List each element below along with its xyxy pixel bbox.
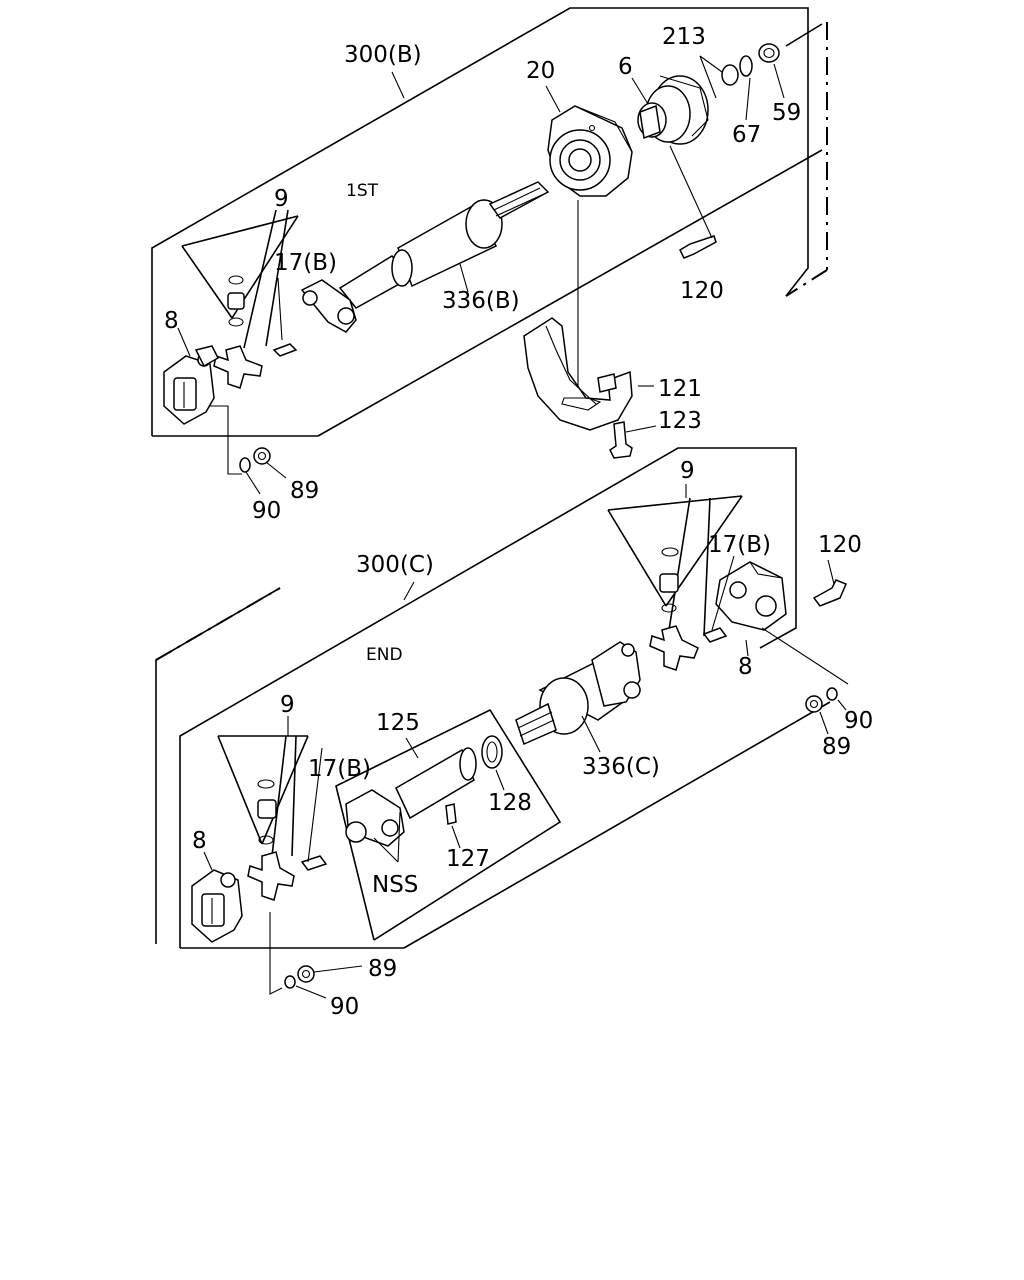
- phantom-line-right-tail: [785, 269, 828, 297]
- callout-213: 213: [662, 24, 706, 50]
- universal-joint-kit-end-right: [607, 495, 743, 671]
- flange-yoke-end-right: [715, 561, 787, 631]
- flat-washer: [739, 55, 753, 77]
- assembly-label-end: 300(C): [356, 552, 434, 578]
- section-label-end: END: [366, 645, 403, 665]
- nut: [758, 43, 780, 63]
- slip-yoke: [345, 747, 477, 847]
- callout-123: 123: [658, 408, 702, 434]
- propeller-shaft-end: [515, 641, 642, 746]
- bolt-120-first: [679, 235, 717, 259]
- bolt-123: [609, 421, 633, 459]
- callout-17b-end-right: 17(B): [708, 532, 771, 558]
- callout-9-end-right: 9: [680, 458, 695, 484]
- nut-89-first: [253, 447, 271, 465]
- nut-89-end-left: [297, 965, 315, 983]
- callout-336b: 336(B): [442, 288, 520, 314]
- phantom-line-left: [155, 587, 281, 661]
- assembly-label-first: 300(B): [344, 42, 422, 68]
- center-bearing: [637, 75, 709, 145]
- callout-labels: 300(B) 1ST 213 20 6 59 67 9 17(B) 8 336(…: [164, 24, 873, 1020]
- flange-yoke-first: [163, 345, 219, 425]
- cushion-clamp: [523, 317, 633, 431]
- callout-9-first: 9: [274, 186, 289, 212]
- lock-washer: [721, 64, 739, 86]
- callout-67: 67: [732, 122, 761, 148]
- callout-9-end-left: 9: [280, 692, 295, 718]
- callout-120-first: 120: [680, 278, 724, 304]
- callout-17b-first: 17(B): [274, 250, 337, 276]
- nut-89-end-right: [805, 695, 823, 713]
- callout-89-end-left: 89: [368, 956, 397, 982]
- callout-89-first: 89: [290, 478, 319, 504]
- callout-90-end-left: 90: [330, 994, 359, 1020]
- callout-127: 127: [446, 846, 490, 872]
- washer-90-end-right: [826, 687, 838, 701]
- group-end-shaft: [155, 447, 849, 999]
- callout-121: 121: [658, 376, 702, 402]
- callout-6: 6: [618, 54, 633, 80]
- callout-17b-end-left: 17(B): [308, 756, 371, 782]
- group-frame-first: [151, 7, 809, 436]
- group-frame-end-diagonal: [403, 701, 831, 949]
- callout-8-end-right: 8: [738, 654, 753, 680]
- callout-128: 128: [488, 790, 532, 816]
- bolt-120-end: [812, 579, 847, 607]
- propeller-shaft-first: [300, 181, 550, 333]
- dust-ring: [481, 735, 503, 769]
- group-first-shaft: [151, 7, 828, 495]
- phantom-line-top: [785, 23, 823, 47]
- callout-120-end: 120: [818, 532, 862, 558]
- section-label-first: 1ST: [346, 181, 379, 201]
- callout-336c: 336(C): [582, 754, 660, 780]
- universal-joint-kit-first: [181, 209, 299, 389]
- center-bearing-bracket: [547, 105, 633, 197]
- callout-nss: NSS: [372, 872, 418, 898]
- callout-90-end-right: 90: [844, 708, 873, 734]
- flange-yoke-end-left: [191, 869, 243, 943]
- universal-joint-kit-end-left: [217, 735, 328, 901]
- callout-20: 20: [526, 58, 555, 84]
- washer-90-end-left: [284, 975, 296, 989]
- washer-90-first: [239, 457, 251, 473]
- callout-125: 125: [376, 710, 420, 736]
- callout-8-first: 8: [164, 308, 179, 334]
- callout-8-end-left: 8: [192, 828, 207, 854]
- callout-59: 59: [772, 100, 801, 126]
- callout-89-end-right: 89: [822, 734, 851, 760]
- group-frame-end: [179, 447, 797, 948]
- callout-90-first: 90: [252, 498, 281, 524]
- group-frame-first-diagonal: [317, 149, 823, 437]
- grease-fitting-127: [445, 803, 457, 825]
